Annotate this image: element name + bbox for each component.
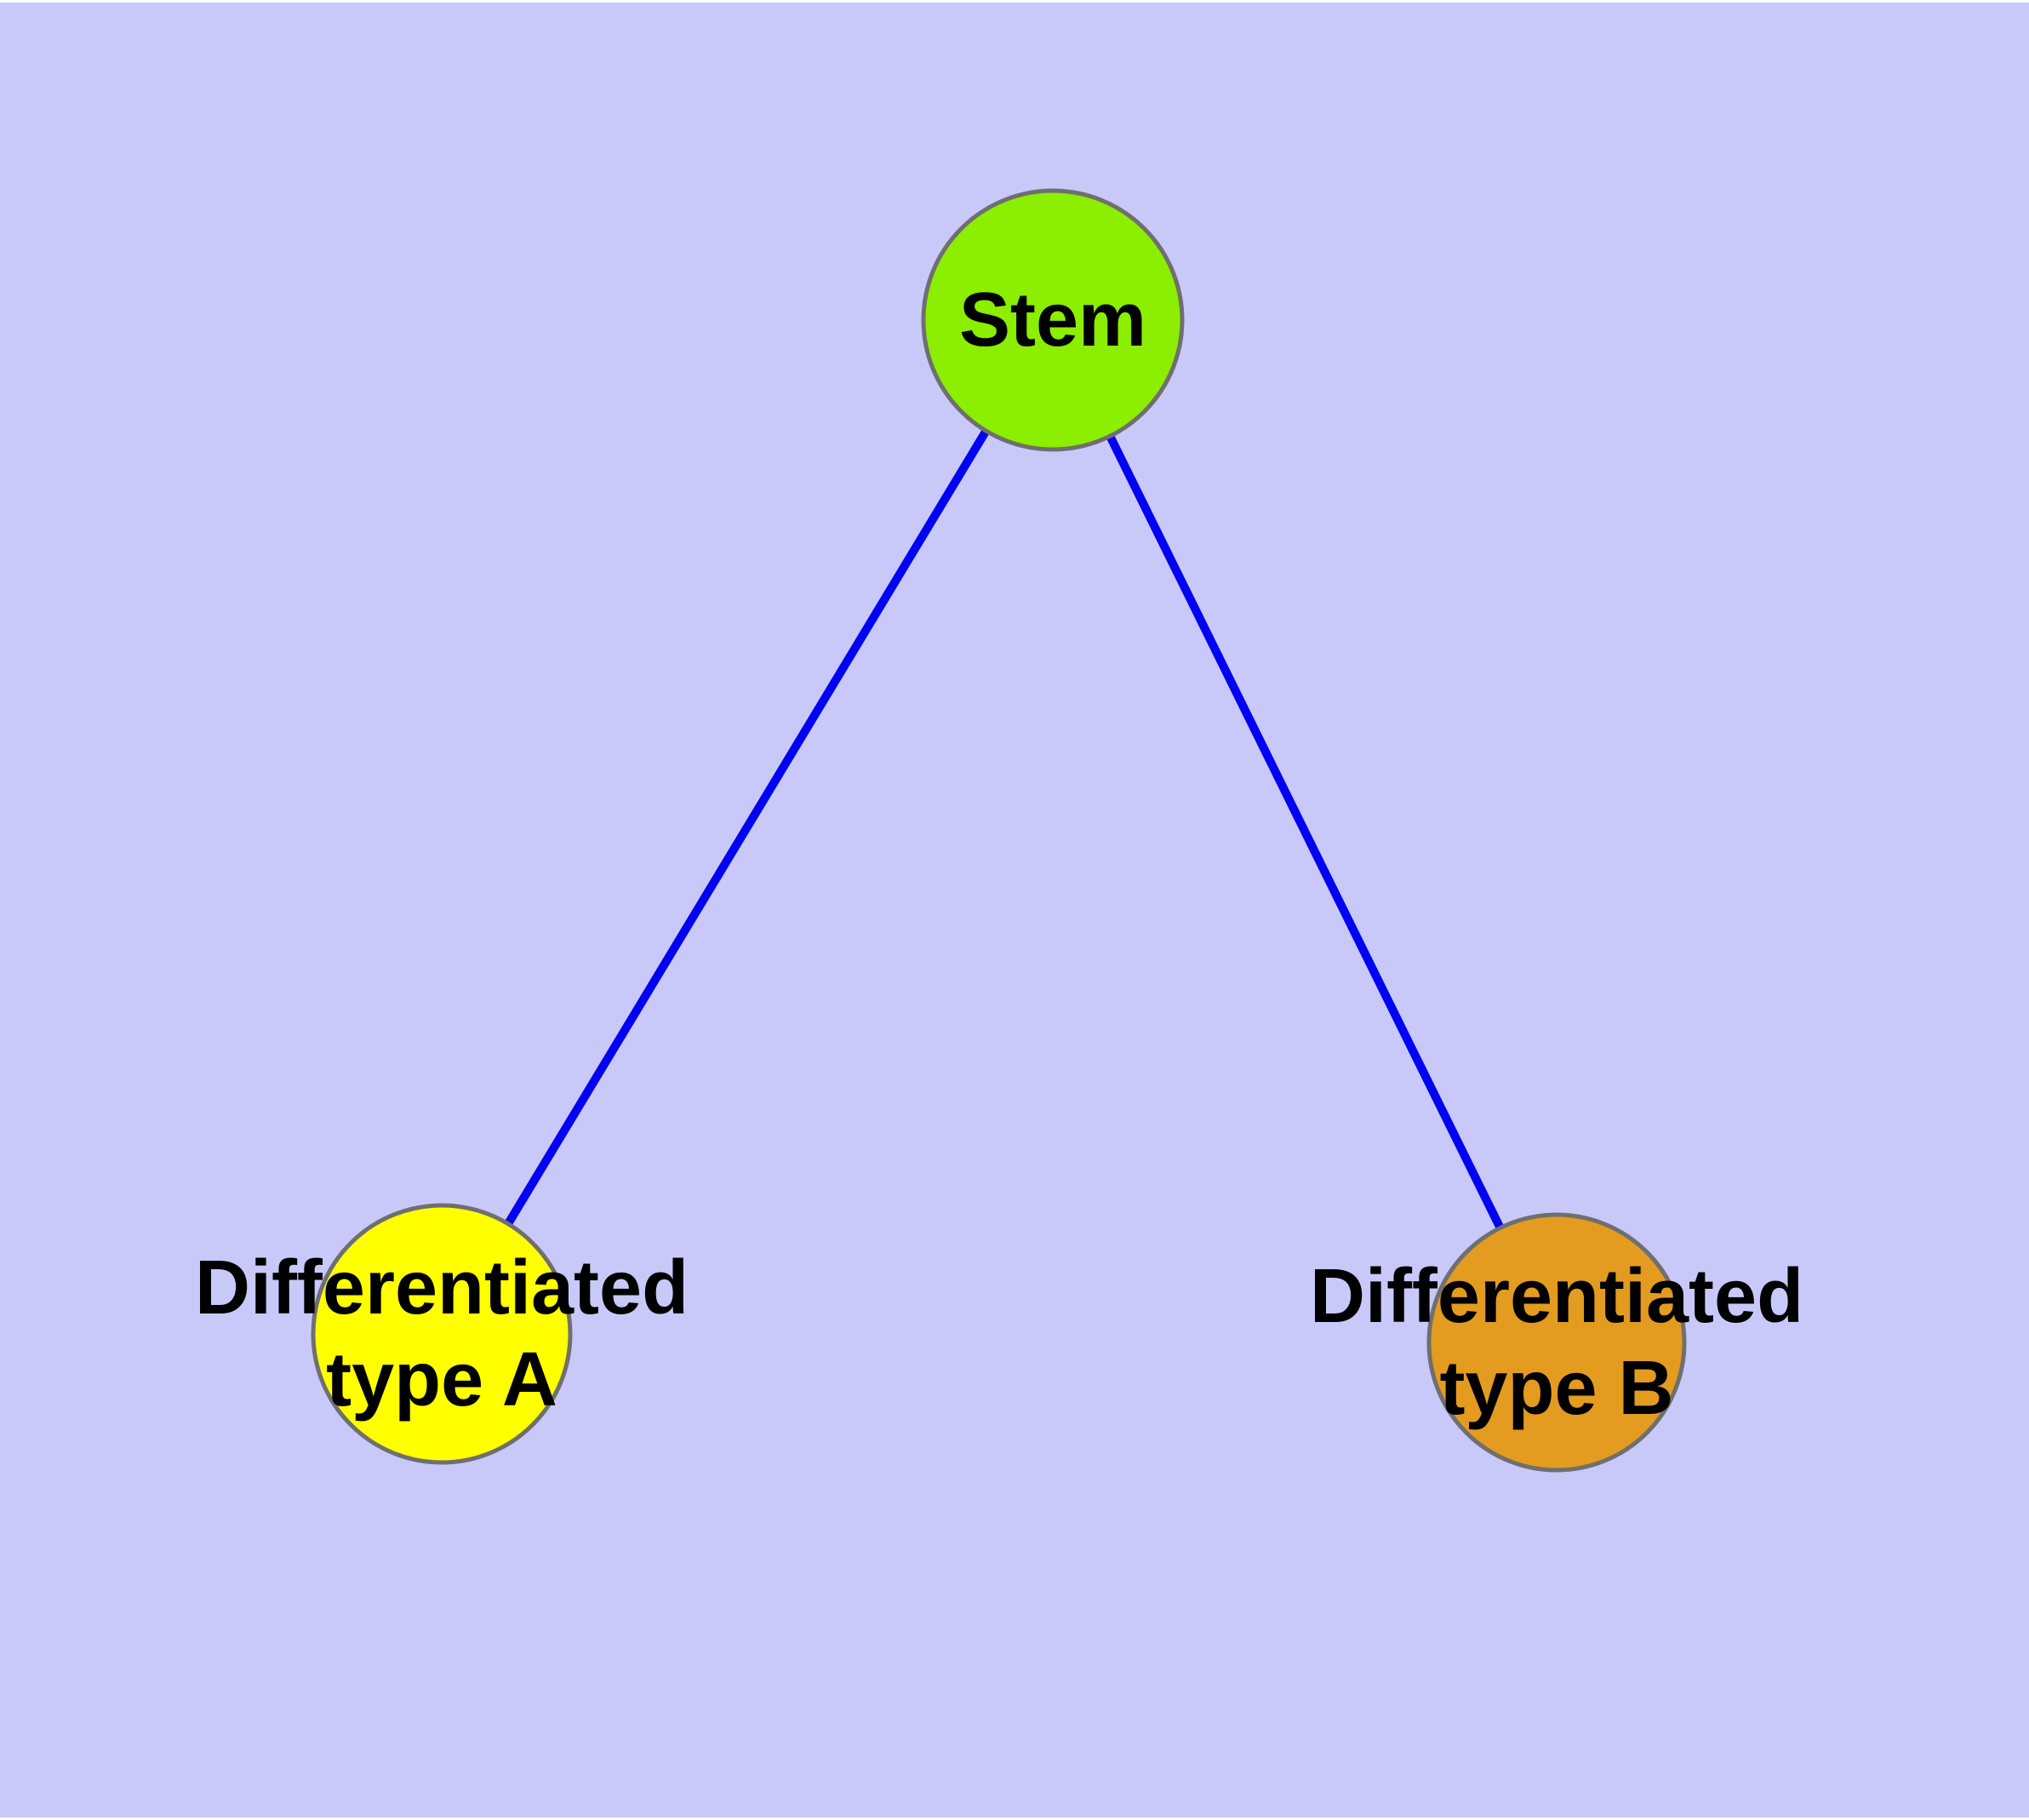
- node-label-differentiated-type-b-line2: type B: [1439, 1346, 1674, 1431]
- node-label-stem-line: Stem: [958, 278, 1147, 363]
- node-label-stem: Stem: [959, 274, 1146, 366]
- node-label-differentiated-type-b-line1: Differentiated: [1309, 1254, 1804, 1339]
- node-label-differentiated-type-a-line2: type A: [326, 1337, 557, 1422]
- graph-edge-stem-diff-b: [1049, 318, 1561, 1345]
- graph-node-stem: [921, 188, 1185, 452]
- node-label-differentiated-type-a-line1: Differentiated: [194, 1245, 689, 1331]
- graph-node-diff-a: [311, 1203, 573, 1465]
- graph-canvas: Stem Differentiated type A Differentiate…: [0, 3, 2029, 1817]
- graph-edge-stem-diff-a: [437, 318, 1057, 1336]
- node-label-differentiated-type-b: Differentiated type B: [1310, 1251, 1803, 1434]
- graph-node-diff-b: [1426, 1212, 1687, 1473]
- graph-svg-layer: [311, 188, 1687, 1473]
- node-label-differentiated-type-a: Differentiated type A: [195, 1242, 689, 1426]
